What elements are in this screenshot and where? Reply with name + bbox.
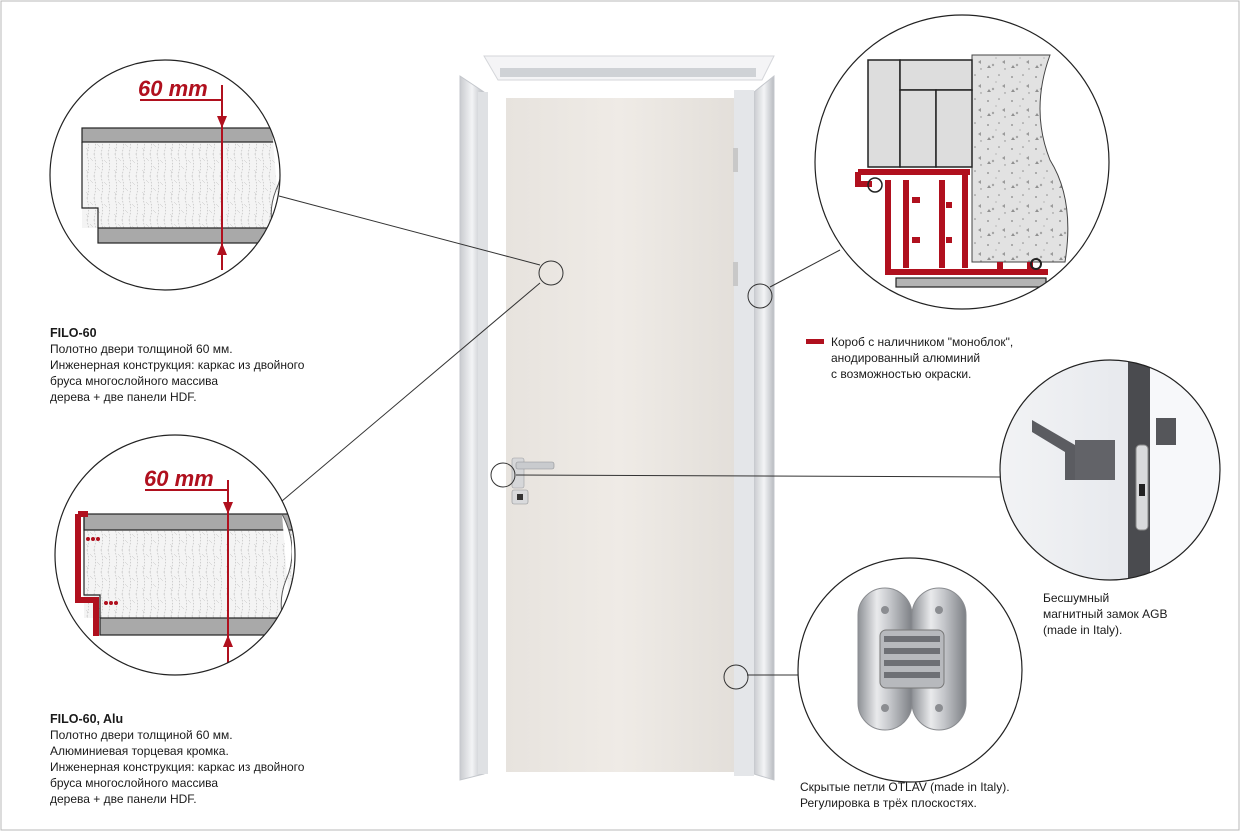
label-filo60alu-line: Алюминиевая торцевая кромка. [50, 744, 229, 758]
label-filo60-line: Инженерная конструкция: каркас из двойно… [50, 358, 305, 372]
door-leaf [506, 98, 734, 772]
label-lock-line: Бесшумный [1043, 591, 1110, 605]
label-hinges: Скрытые петли OTLAV (made in Italy). Рег… [800, 779, 1010, 811]
label-filo60-line: дерева + две панели HDF. [50, 390, 197, 404]
detail-filo60alu-top-panel [83, 513, 295, 531]
door-top-architrave-shadow [500, 68, 756, 77]
label-lock-line: (made in Italy). [1043, 623, 1123, 637]
detail-filo60alu-aluminium-edge [75, 514, 99, 636]
detail-filo60alu-screws [86, 537, 118, 605]
detail-frame-ring [814, 14, 1110, 310]
label-frame-line: анодированный алюминий [831, 351, 981, 365]
door-left-jamb-inner [478, 92, 488, 774]
detail-lock-handle [1032, 420, 1095, 480]
detail-filo60-dimension: 60 mm [138, 76, 208, 101]
door-right-jamb [753, 74, 775, 781]
label-filo60alu-line: бруса многослойного массива [50, 776, 219, 790]
detail-lock-rose [1075, 440, 1115, 480]
door-edge-hinge-middle [733, 262, 738, 286]
label-filo60alu-line: дерева + две панели HDF. [50, 792, 197, 806]
detail-filo60-edge [81, 142, 99, 228]
detail-lock [999, 359, 1221, 581]
detail-filo60-bottom-panel [97, 227, 280, 244]
detail-filo60-ring [49, 59, 281, 291]
marker-lock [490, 462, 516, 488]
label-frame-line: Короб с наличником "моноблок", [831, 335, 1014, 349]
detail-frame-wall [971, 54, 1069, 263]
connector-filo60alu [281, 282, 541, 502]
label-filo60-line: бруса многослойного массива [50, 374, 219, 388]
detail-filo60alu-dimension: 60 mm [144, 466, 214, 491]
detail-lock-jamb [1150, 360, 1220, 580]
detail-frame-door-panel [895, 277, 1047, 288]
connector-filo60 [278, 195, 541, 266]
label-filo60alu-line: Инженерная конструкция: каркас из двойно… [50, 760, 305, 774]
label-filo60alu-title: FILO-60, Alu [50, 712, 124, 726]
detail-frame-profile [855, 169, 1048, 275]
connector-frame [769, 249, 841, 288]
detail-hinge-ring [797, 557, 1023, 783]
label-filo60alu: FILO-60, Alu Полотно двери толщиной 60 м… [50, 711, 304, 807]
label-frame: Короб с наличником "моноблок", анодирова… [831, 334, 1013, 382]
label-filo60: FILO-60 Полотно двери толщиной 60 мм. Ин… [50, 325, 304, 405]
marker-hinge [723, 664, 749, 690]
label-lock: Бесшумный магнитный замок AGB (made in I… [1043, 590, 1167, 638]
marker-frame [747, 283, 773, 309]
detail-frame [814, 14, 1110, 310]
door-edge-hinge-top [733, 148, 738, 172]
callout-connectors [278, 195, 1001, 690]
detail-lock-latch [1139, 484, 1145, 496]
label-frame-line: с возможностью окраски. [831, 367, 972, 381]
label-filo60-line: Полотно двери толщиной 60 мм. [50, 342, 233, 356]
label-filo60-title: FILO-60 [50, 326, 97, 340]
detail-filo60-core [82, 142, 280, 228]
label-lock-line: магнитный замок AGB [1043, 607, 1168, 621]
connector-lock [515, 474, 1001, 478]
detail-frame-blocks [867, 59, 973, 168]
detail-lock-keeper [1156, 418, 1176, 445]
detail-lock-ring [999, 359, 1221, 581]
label-filo60alu-line: Полотно двери толщиной 60 мм. [50, 728, 233, 742]
detail-filo60alu-bottom-panel [99, 617, 295, 636]
door-handle-lever [515, 461, 555, 470]
detail-filo60alu-ring [54, 434, 296, 676]
detail-hinge [797, 557, 1023, 783]
detail-filo60alu-core [84, 530, 294, 618]
detail-filo60-top-panel [81, 127, 280, 143]
detail-filo60alu: 60 mm [54, 434, 296, 676]
door-keyhole [517, 494, 523, 500]
door-assembly [459, 55, 775, 781]
door-right-jamb-inner [734, 90, 754, 776]
detail-filo60: 60 mm [49, 59, 281, 291]
label-hinges-line: Регулировка в трёх плоскостях. [800, 796, 977, 810]
label-hinges-line: Скрытые петли OTLAV (made in Italy). [800, 780, 1010, 794]
frame-legend-swatch [806, 339, 824, 344]
marker-filo60 [538, 260, 564, 286]
